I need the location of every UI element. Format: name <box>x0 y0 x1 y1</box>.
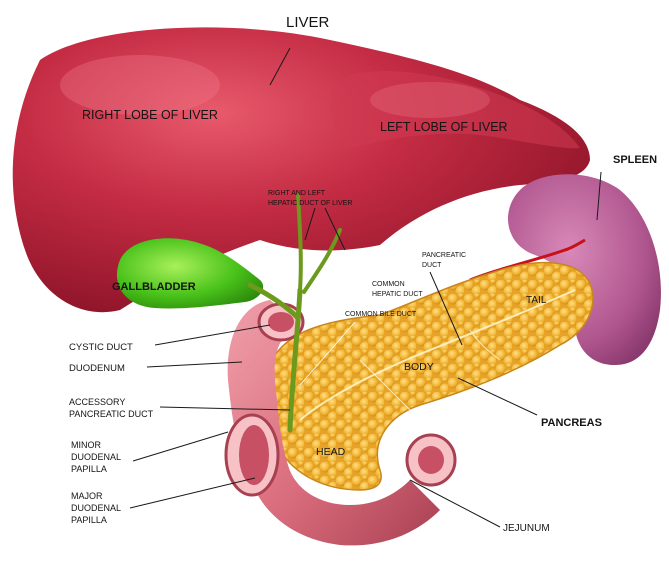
label-pancreatic-duct-line2: DUCT <box>422 262 442 269</box>
label-body: BODY <box>404 361 434 373</box>
right-hepatic-duct <box>296 193 303 292</box>
label-common-hepatic-line2: HEPATIC DUCT <box>372 291 423 298</box>
pancreas <box>262 261 594 491</box>
label-minor-line1: MINOR <box>71 440 101 450</box>
label-liver: LIVER <box>286 14 330 31</box>
label-major-line2: DUODENAL <box>71 503 121 513</box>
label-minor-line2: DUODENAL <box>71 452 121 462</box>
label-head: HEAD <box>316 446 346 458</box>
label-major-line1: MAJOR <box>71 491 103 501</box>
label-left-lobe: LEFT LOBE OF LIVER <box>380 120 508 134</box>
label-common-bile-duct: COMMON BILE DUCT <box>345 311 417 318</box>
label-gallbladder: GALLBLADDER <box>112 281 196 293</box>
label-major-line3: PAPILLA <box>71 515 107 525</box>
gallbladder <box>116 238 264 309</box>
bile-ducts <box>247 193 342 433</box>
label-hepatic-duct-line1: RIGHT AND LEFT <box>268 190 326 197</box>
spleen <box>508 174 661 365</box>
cystic-duct <box>247 282 301 321</box>
label-accessory-line2: PANCREATIC DUCT <box>69 409 154 419</box>
label-right-lobe: RIGHT LOBE OF LIVER <box>82 108 218 122</box>
main-pancreatic-duct <box>299 289 576 421</box>
labels: LIVER RIGHT LOBE OF LIVER LEFT LOBE OF L… <box>69 14 657 534</box>
left-hepatic-duct <box>302 228 342 294</box>
label-jejunum: JEJUNUM <box>503 523 550 534</box>
label-cystic-duct: CYSTIC DUCT <box>69 342 133 353</box>
label-spleen: SPLEEN <box>613 154 657 166</box>
label-common-hepatic-line1: COMMON <box>372 281 405 288</box>
common-bile-duct-path <box>287 287 303 433</box>
label-pancreas: PANCREAS <box>541 417 602 429</box>
leader-lines <box>129 47 602 528</box>
label-hepatic-duct-line2: HEPATIC DUCT OF LIVER <box>268 200 352 207</box>
label-pancreatic-duct-line1: PANCREATIC <box>422 252 466 259</box>
label-tail: TAIL <box>526 295 547 306</box>
label-minor-line3: PAPILLA <box>71 464 107 474</box>
duodenum <box>224 300 457 546</box>
label-accessory-line1: ACCESSORY <box>69 397 125 407</box>
label-duodenum: DUODENUM <box>69 363 125 374</box>
